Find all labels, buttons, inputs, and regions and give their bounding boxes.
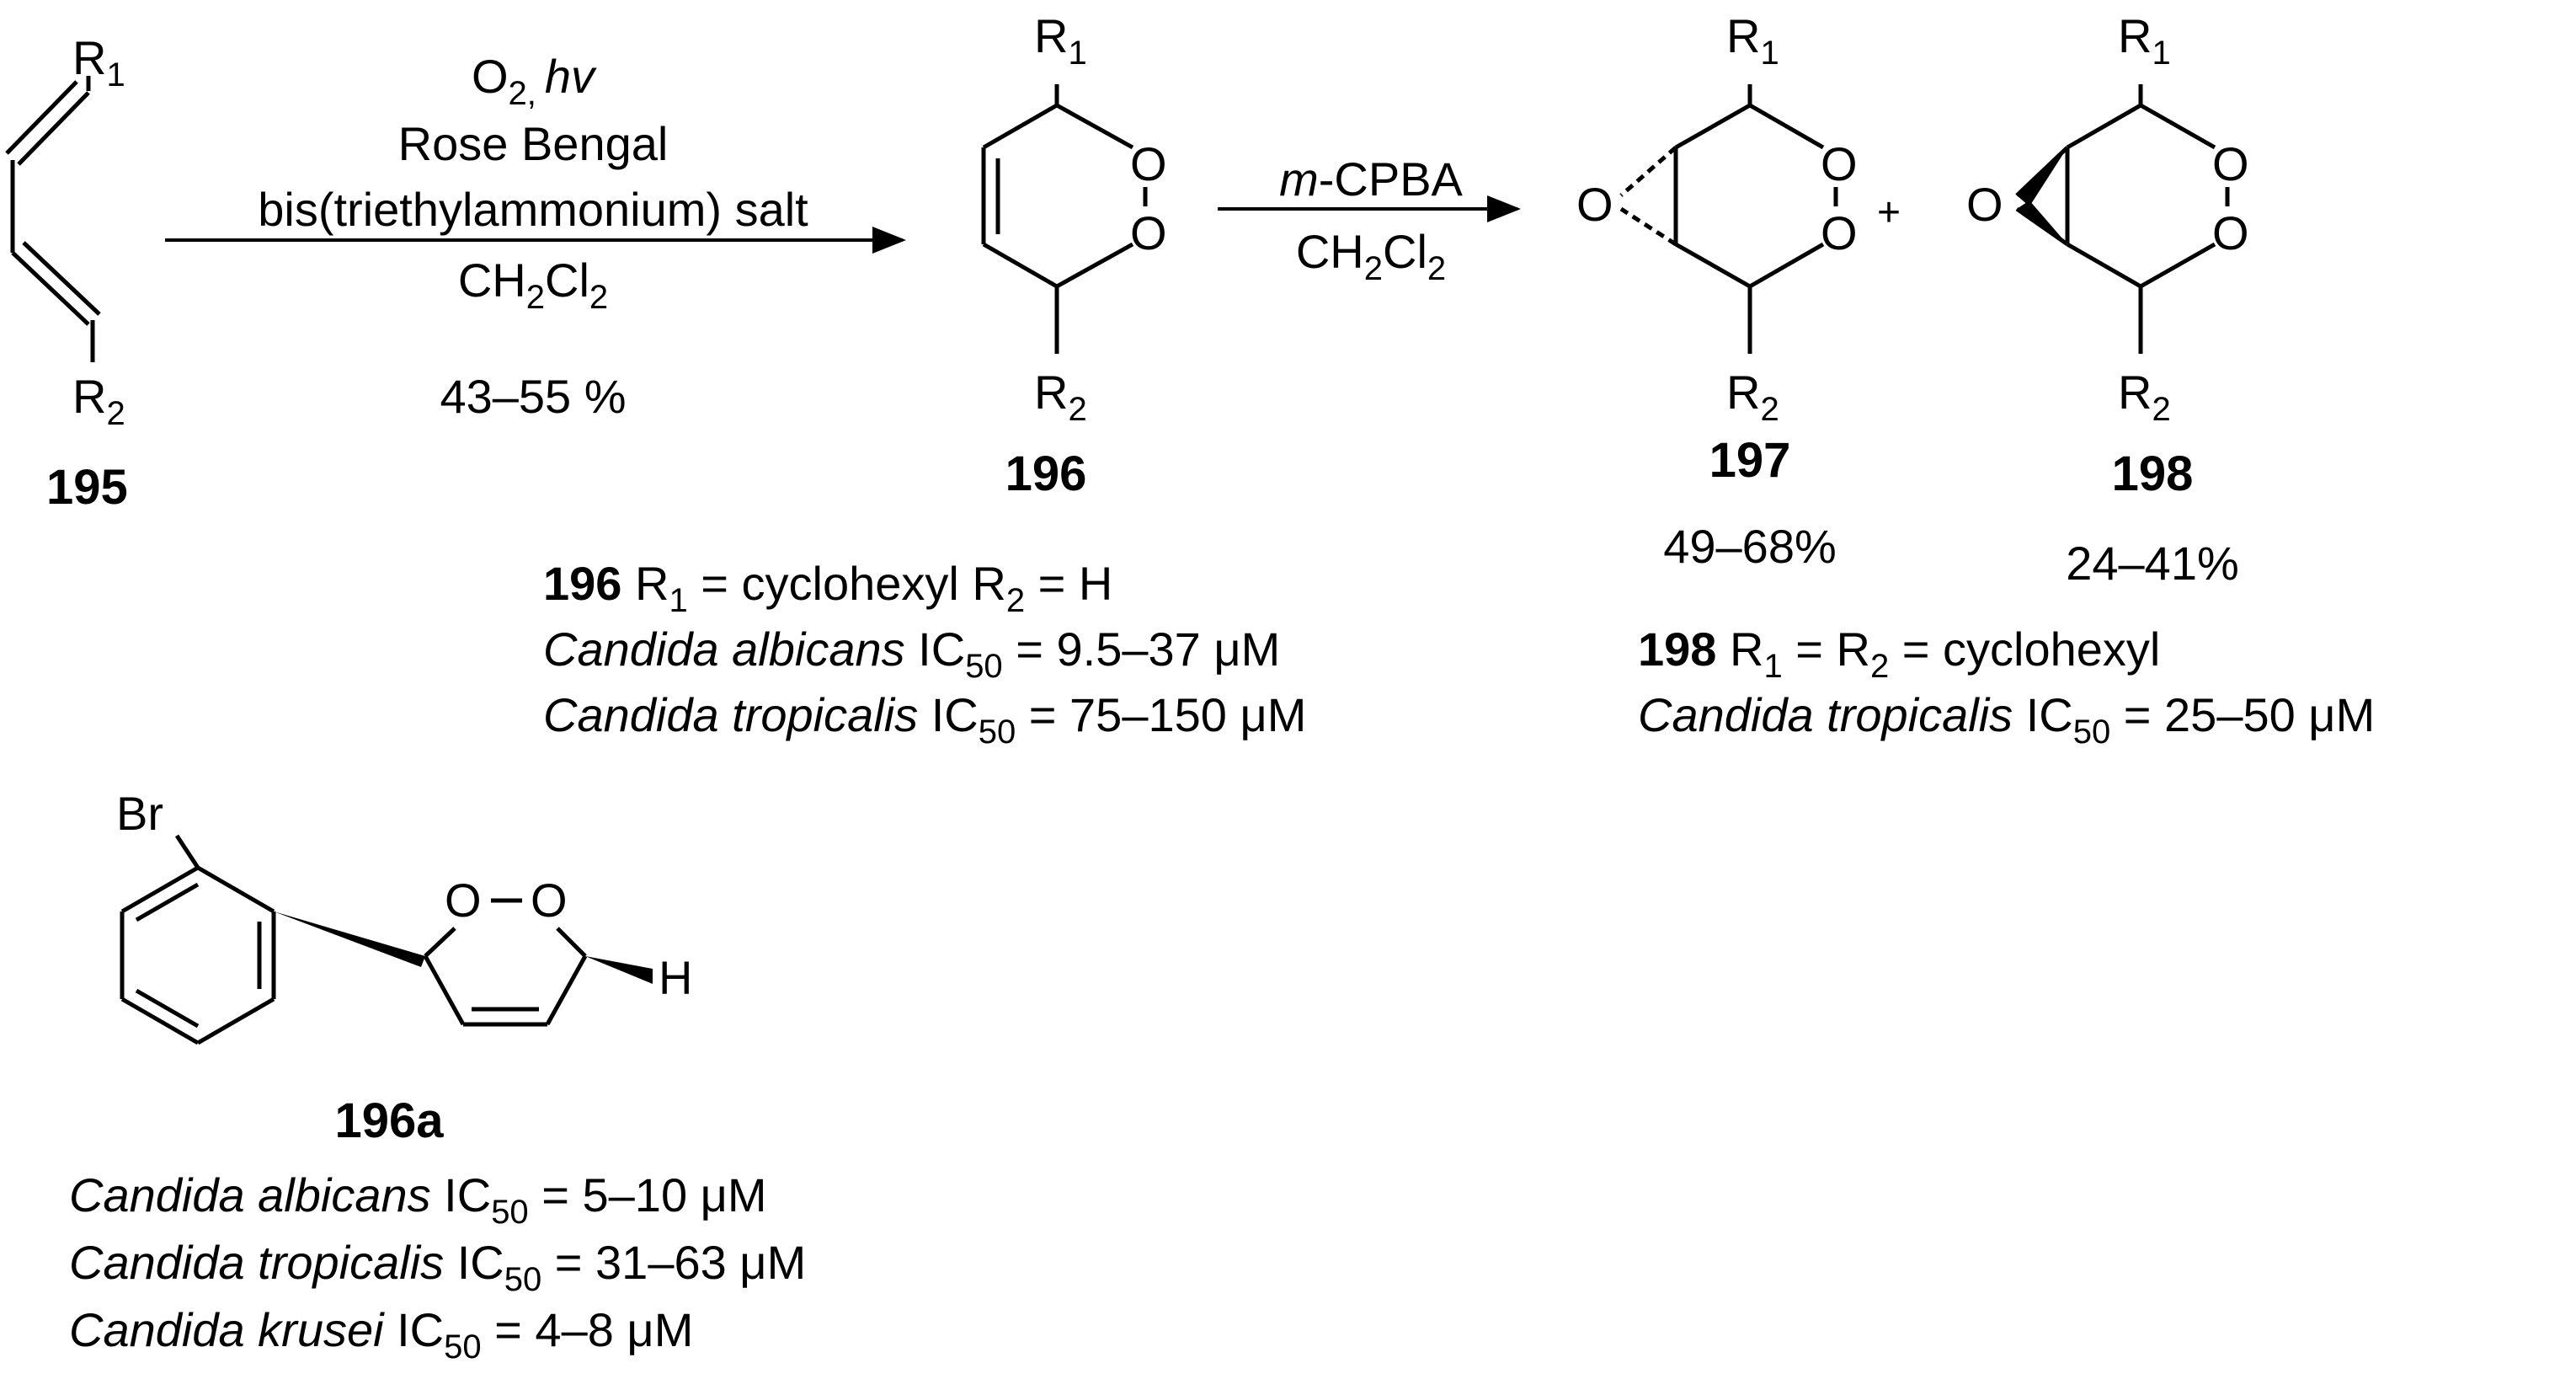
r2-label: R2 (1726, 366, 1779, 428)
o-label: O (531, 874, 568, 927)
note-198-line2: Candida tropicalis IC50 = 25–50 μM (1638, 688, 2375, 751)
bond (120, 997, 200, 1045)
wedge-bond (274, 911, 425, 967)
bond (1674, 242, 1752, 289)
bond (22, 241, 101, 316)
o-label: O (1821, 137, 1858, 190)
r1-label: R1 (72, 31, 125, 94)
note-196: 196 R1 = cyclohexyl R2 = H Candida albic… (543, 557, 1306, 751)
o-label: O (2212, 206, 2249, 259)
epoxide-o-label: O (1966, 178, 2003, 231)
note-196a-line3: Candida krusei IC50 = 4–8 μM (69, 1303, 693, 1366)
o-label: O (1821, 206, 1858, 259)
br-label: Br (116, 787, 163, 840)
bond (2066, 103, 2142, 150)
bond (135, 882, 200, 922)
r2-label: R2 (1034, 366, 1087, 428)
wedge-bond (585, 956, 653, 984)
bond (17, 91, 90, 166)
step1-solvent: CH2Cl2 (458, 254, 608, 316)
yield-label: 24–41% (2066, 537, 2239, 590)
bond (135, 988, 200, 1029)
r1-label: R1 (2118, 9, 2171, 72)
o-label: O (2212, 137, 2249, 190)
bond (5, 80, 78, 155)
step2-conditions: m-CPBA CH2Cl2 (1279, 152, 1463, 287)
note-196a-line2: Candida tropicalis IC50 = 31–63 μM (69, 1236, 806, 1298)
compound-label: 196 (1005, 446, 1087, 501)
h-label: H (659, 951, 692, 1004)
bond (1748, 103, 1825, 150)
bond (424, 927, 456, 958)
epoxide-bond (1619, 206, 1677, 247)
bond (982, 103, 1059, 150)
bond (1748, 242, 1825, 289)
reagent-o2-hv: O2,hv (472, 50, 597, 112)
r1-label: R1 (1034, 9, 1087, 72)
note-198: 198 R1 = R2 = cyclohexyl Candida tropica… (1638, 623, 2375, 751)
epoxide-o-label: O (1576, 178, 1613, 231)
bond (545, 954, 588, 1026)
note-198-line1: 198 R1 = R2 = cyclohexyl (1638, 623, 2160, 685)
bond (120, 865, 200, 914)
compound-label: 196a (334, 1093, 444, 1148)
note-196-line2: Candida albicans IC50 = 9.5–37 μM (543, 623, 1280, 685)
compound-198-labels: R1 O O O R2 198 24–41% (1966, 9, 2249, 590)
compound-197-labels: R1 O O O R2 197 49–68% (1576, 9, 1858, 573)
bond (556, 927, 587, 958)
bond (1055, 103, 1134, 150)
compound-195 (5, 76, 101, 362)
bond (11, 251, 90, 326)
note-196-line3: Candida tropicalis IC50 = 75–150 μM (543, 688, 1306, 751)
compound-196a-labels: Br O O H 196a Candida albicans IC50 = 5–… (69, 787, 806, 1366)
bond (1674, 103, 1752, 150)
reagent-salt: bis(triethylammonium) salt (258, 183, 808, 236)
compound-196 (981, 84, 1148, 354)
compound-label: 195 (46, 460, 128, 515)
bond (423, 954, 466, 1026)
compound-label: 197 (1709, 433, 1791, 488)
wedge-bond (2017, 147, 2067, 206)
compound-196-labels: R1 O O R2 196 (1005, 9, 1167, 501)
r2-label: R2 (2118, 366, 2171, 428)
step1-yield: 43–55 % (440, 370, 626, 423)
compound-label: 198 (2112, 446, 2194, 501)
yield-label: 49–68% (1663, 520, 1837, 573)
reagent-mcpba: m-CPBA (1279, 152, 1463, 206)
o-label: O (1130, 206, 1167, 259)
o-label: O (1130, 137, 1167, 190)
bond (196, 865, 275, 914)
compound-197 (1619, 84, 1838, 354)
bond (982, 242, 1059, 289)
step1-conditions: O2,hv Rose Bengal bis(triethylammonium) … (258, 50, 808, 423)
r2-label: R2 (72, 370, 125, 432)
step2-solvent: CH2Cl2 (1296, 225, 1446, 287)
note-196-line1: 196 R1 = cyclohexyl R2 = H (543, 557, 1112, 619)
wedge-bond (2017, 200, 2067, 244)
epoxide-bond (1619, 146, 1677, 197)
bond (2139, 103, 2216, 150)
bond (2066, 242, 2142, 289)
r1-label: R1 (1726, 9, 1779, 72)
bond (2139, 242, 2216, 289)
reagent-rose-bengal: Rose Bengal (398, 117, 669, 170)
compound-198 (2015, 84, 2230, 354)
plus-sign: + (1877, 190, 1901, 235)
bond (1055, 242, 1134, 289)
compound-196a (120, 834, 588, 1045)
note-196a-line1: Candida albicans IC50 = 5–10 μM (69, 1168, 767, 1231)
bond (196, 997, 275, 1045)
bond (174, 834, 200, 869)
compound-195-labels: R1 R2 195 (46, 31, 128, 515)
o-label: O (445, 874, 482, 927)
